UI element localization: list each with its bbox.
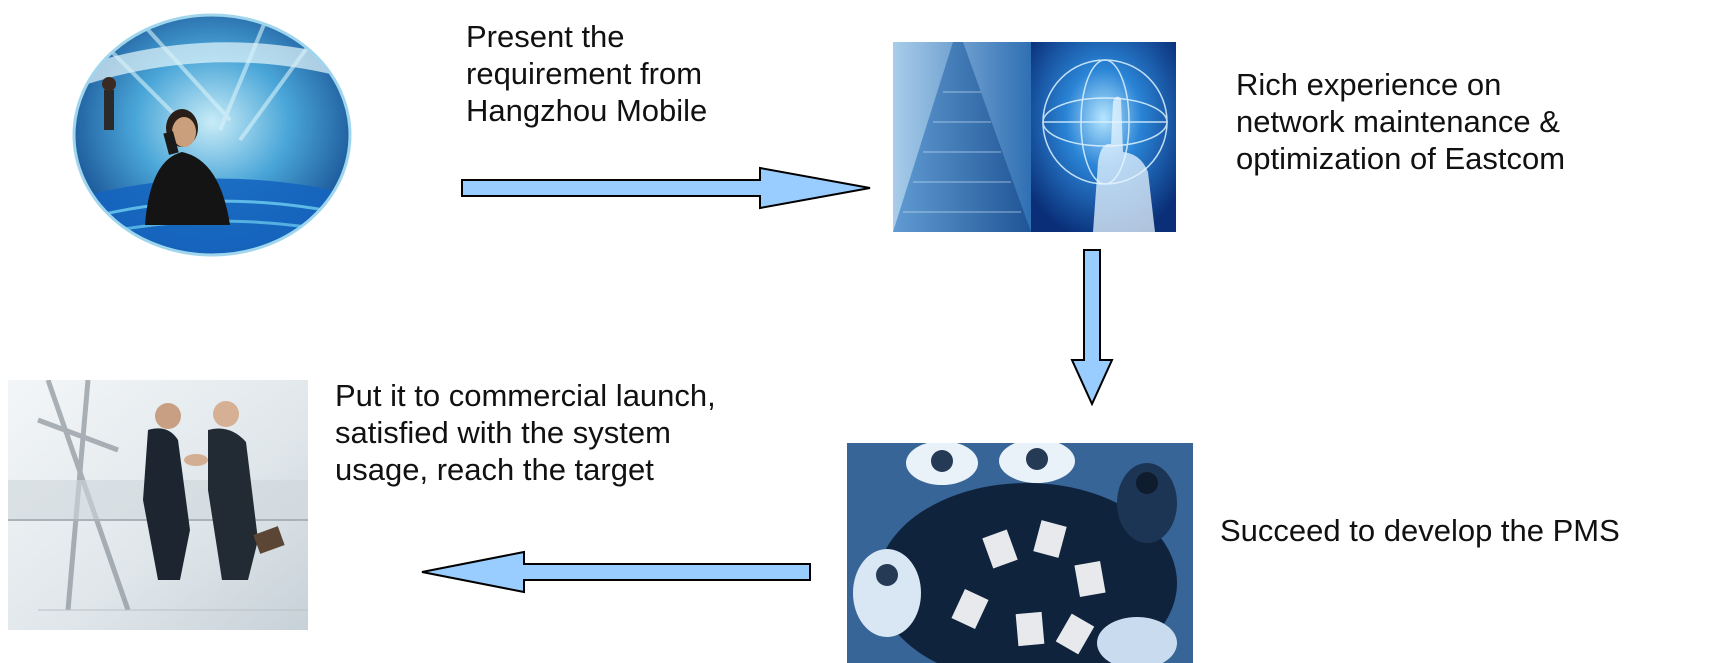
requirement-caption-line-3: Hangzhou Mobile xyxy=(466,93,708,128)
businessman-on-phone-photo xyxy=(70,10,354,260)
left-arrow-icon xyxy=(421,550,811,594)
meeting-table-photo xyxy=(847,443,1193,663)
experience-caption-line-2: network maintenance & xyxy=(1236,104,1560,139)
launch-caption-line-1: Put it to commercial launch, xyxy=(335,378,716,413)
experience-caption-line-1: Rich experience on xyxy=(1236,67,1502,102)
launch-caption: Put it to commercial launch, satisfied w… xyxy=(335,377,716,488)
building-and-hand-photo xyxy=(893,42,1176,232)
experience-caption: Rich experience on network maintenance &… xyxy=(1236,66,1565,177)
launch-caption-line-2: satisfied with the system xyxy=(335,415,671,450)
develop-caption: Succeed to develop the PMS xyxy=(1220,512,1620,549)
handshake-photo xyxy=(8,380,308,630)
experience-caption-line-3: optimization of Eastcom xyxy=(1236,141,1566,176)
down-arrow-icon xyxy=(1070,249,1114,407)
requirement-caption: Present the requirement from Hangzhou Mo… xyxy=(466,18,707,129)
develop-caption-line-1: Succeed to develop the PMS xyxy=(1220,513,1620,548)
launch-caption-line-3: usage, reach the target xyxy=(335,452,654,487)
requirement-caption-line-1: Present the xyxy=(466,19,625,54)
requirement-caption-line-2: requirement from xyxy=(466,56,703,91)
right-arrow-icon xyxy=(461,166,871,210)
